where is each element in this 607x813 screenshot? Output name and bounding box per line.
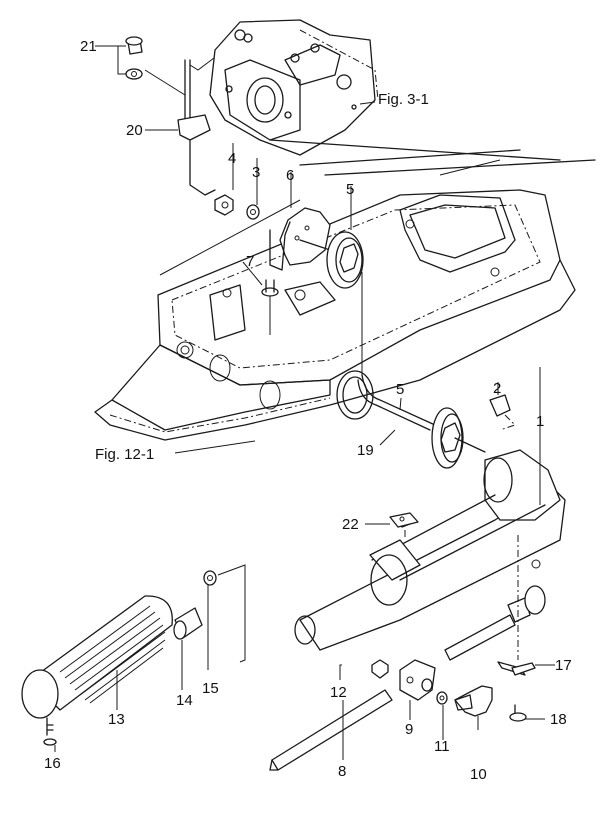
callout-10: 10	[470, 766, 487, 783]
callout-1: 1	[536, 413, 544, 430]
plate-and-screw	[497, 661, 536, 722]
throttle-cable-and-gear-lower	[357, 374, 516, 469]
callout-22: 22	[342, 516, 359, 533]
callout-20: 20	[126, 122, 143, 139]
callout-18: 18	[550, 711, 567, 728]
tiller-handle-arm	[294, 449, 566, 651]
callout-14: 14	[176, 692, 193, 709]
throttle-shaft	[444, 535, 546, 661]
callout-15: 15	[202, 680, 219, 697]
control-rod	[269, 689, 393, 771]
nut-and-washer	[214, 194, 260, 220]
callout-6: 6	[286, 167, 294, 184]
carburetor-assembly	[209, 19, 379, 156]
callout-21: 21	[80, 38, 97, 55]
callout-16: 16	[44, 755, 61, 772]
callout-labels: 21 20 4 3 6 5 7 Fig. 3-1 Fig. 12-1 5 2 1…	[44, 38, 572, 783]
callout-3: 3	[252, 164, 260, 181]
screw-grip	[43, 717, 57, 746]
throttle-rod-and-clamp	[125, 36, 216, 196]
callout-4: 4	[228, 150, 236, 167]
fig-3-1-reference: Fig. 3-1	[378, 91, 429, 108]
callout-12: 12	[330, 684, 347, 701]
friction-block-assembly	[371, 659, 493, 717]
throttle-cam-and-gear-upper	[269, 207, 364, 375]
callout-17: 17	[555, 657, 572, 674]
fig-12-1-reference: Fig. 12-1	[95, 446, 154, 463]
callout-2: 2	[493, 380, 501, 397]
callout-11: 11	[434, 738, 450, 755]
callout-9: 9	[405, 721, 413, 738]
callout-8: 8	[338, 763, 346, 780]
callout-13: 13	[108, 711, 125, 728]
callout-7: 7	[246, 253, 254, 270]
leader-lines	[54, 45, 555, 760]
callout-5-lower: 5	[396, 381, 404, 398]
bottom-cowl	[94, 139, 596, 441]
link-pin	[261, 279, 279, 335]
callout-19: 19	[357, 442, 374, 459]
handle-grip	[21, 564, 246, 719]
indicator-plate	[389, 512, 419, 528]
callout-5-upper: 5	[346, 181, 354, 198]
